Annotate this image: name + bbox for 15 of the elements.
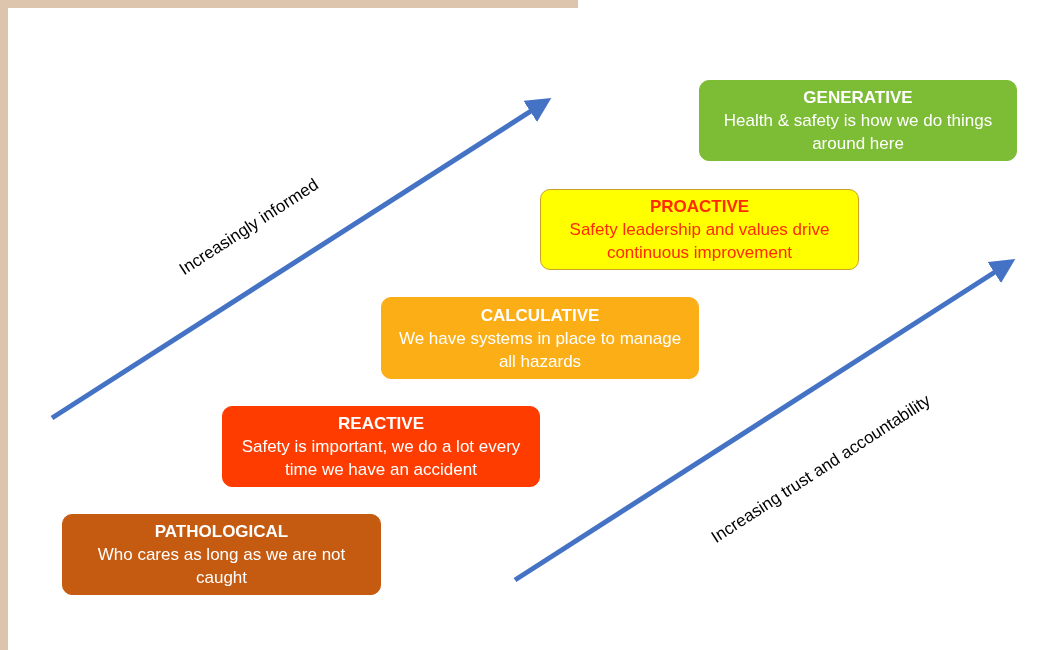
level-description: Safety leadership and values drive continuous improvement <box>568 219 831 264</box>
level-box <box>381 297 699 379</box>
level-title: GENERATIVE <box>803 87 913 109</box>
level-description: Who cares as long as we are not caught <box>96 544 347 589</box>
level-title: CALCULATIVE <box>480 304 600 327</box>
level-title: REACTIVE <box>338 413 424 435</box>
level-box <box>699 80 1017 161</box>
level-box <box>222 406 540 487</box>
level-description: Health & safety is how we do things around here <box>722 110 994 155</box>
level-title: PATHOLOGICAL <box>154 521 289 543</box>
level-title: PROACTIVE <box>649 196 750 218</box>
level-box <box>540 189 859 270</box>
level-description: We have systems in place to manage all hazards <box>397 327 683 373</box>
level-description: Safety is important, we do a lot every time we have an accident <box>240 436 522 481</box>
level-box <box>62 514 381 595</box>
